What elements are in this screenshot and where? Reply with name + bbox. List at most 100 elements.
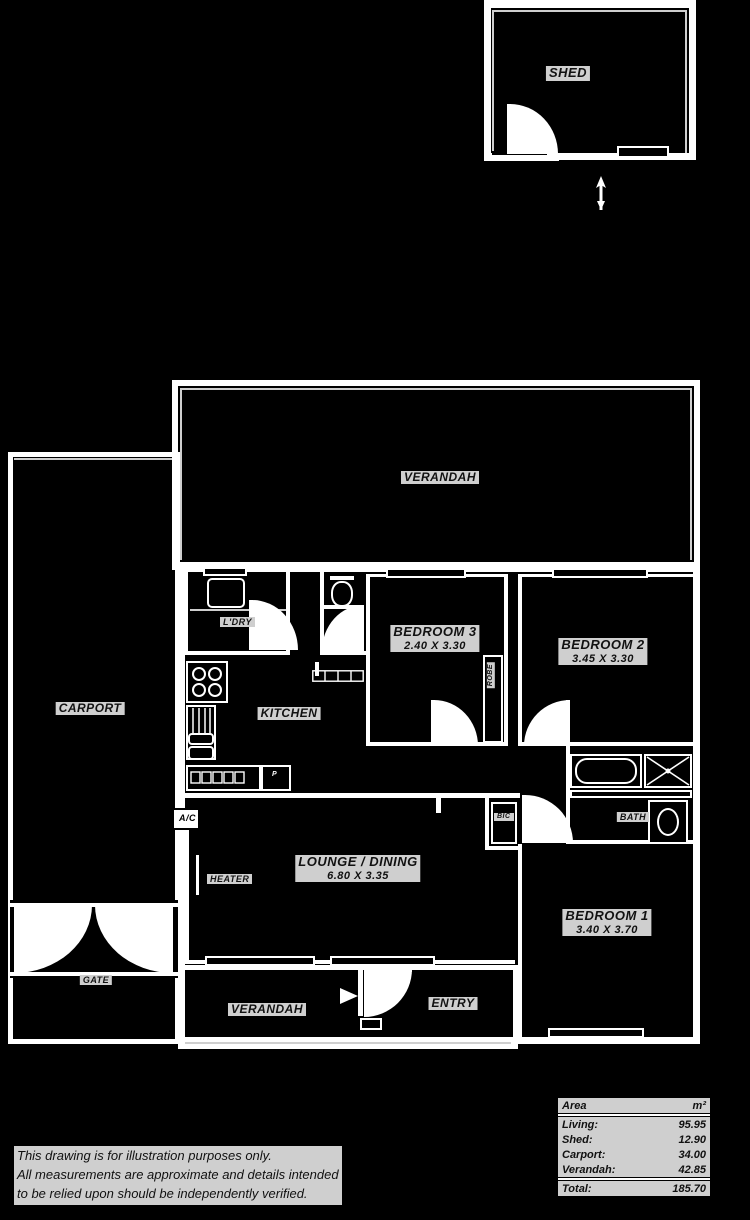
shed-wall-bottom [484, 153, 696, 160]
kitchen-drawer-lines-icon [192, 708, 211, 736]
room-label-bedroom1: BEDROOM 1 3.40 X 3.70 [562, 908, 652, 936]
bath-basin-bowl [657, 808, 679, 836]
area-row-label-carport: Carport: [562, 1148, 606, 1161]
entry-door-swing [364, 969, 412, 1017]
verandah-bottom-wall-bottom [178, 1044, 518, 1049]
bedroom1-window [548, 1028, 644, 1038]
bedroom3-door-leaf [431, 700, 435, 746]
area-table-row-total: Total: 185.70 [558, 1181, 710, 1196]
verandah-top-wall-left [172, 380, 178, 570]
shed-wall-right [689, 0, 696, 160]
shed-window [617, 146, 669, 158]
area-table-rule-top [558, 1114, 710, 1116]
gate-sill [10, 972, 178, 976]
bedroom1-wall-left [518, 844, 522, 1037]
disclaimer-line-2: All measurements are approximate and det… [17, 1166, 339, 1182]
verandah-bottom-wall-left [178, 965, 183, 1049]
room-label-bedroom3: BEDROOM 3 2.40 X 3.30 [390, 624, 480, 652]
verandah-top-inner-line-right [690, 388, 692, 560]
disclaimer-line-1: This drawing is for illustration purpose… [17, 1148, 272, 1163]
verandah-bottom-wall-top [178, 965, 518, 970]
house-wall-right [693, 565, 700, 1044]
bath-door-leaf [522, 795, 526, 843]
room-label-kitchen: KITCHEN [257, 706, 321, 721]
kitchen-bench-post [315, 662, 319, 676]
annotation-bic: BIC [494, 813, 514, 821]
room-dimensions-bedroom2: 3.45 X 3.30 [572, 652, 634, 665]
gate-head [10, 903, 178, 907]
area-row-label-verandah: Verandah: [562, 1163, 616, 1176]
area-row-label-total: Total: [562, 1182, 592, 1195]
area-table-row-shed: Shed: 12.90 [558, 1132, 710, 1147]
hall-wall-top-long [185, 793, 439, 798]
bath-bench [570, 790, 692, 798]
area-row-label-living: Living: [562, 1118, 599, 1131]
area-table-rule-bottom [558, 1178, 710, 1180]
house-wall-left-upper [178, 565, 185, 810]
bedroom2-wall-left [518, 574, 522, 746]
carport-wall-bottom [8, 1039, 180, 1044]
verandah-bottom-wall-right [513, 965, 518, 1049]
area-table-header-unit: m² [692, 1099, 706, 1112]
room-label-verandah-top: VERANDAH [400, 470, 480, 485]
bedroom3-door-swing [434, 700, 478, 746]
room-label-shed: SHED [545, 65, 591, 81]
lounge-wall-left [185, 830, 189, 964]
room-label-bedroom2: BEDROOM 2 3.45 X 3.30 [558, 637, 648, 665]
room-dimensions-bedroom3: 2.40 X 3.30 [404, 639, 466, 652]
shed-threshold [484, 155, 559, 161]
room-name-bedroom1: BEDROOM 1 [565, 908, 649, 923]
annotation-heater: HEATER [207, 874, 253, 885]
laundry-window [203, 567, 247, 576]
kitchen-cooktop-fixture [186, 661, 228, 703]
area-row-value-verandah: 42.85 [678, 1163, 706, 1176]
bic-cupboard-fixture [491, 802, 517, 844]
entry-direction-arrow-icon [340, 988, 358, 1004]
carport-inner-line [14, 458, 174, 460]
disclaimer-text: This drawing is for illustration purpose… [14, 1146, 342, 1205]
disclaimer-line-3: to be relied upon should be independentl… [17, 1185, 308, 1201]
room-label-verandah-bottom: VERANDAH [227, 1002, 307, 1017]
kitchen-counter-hatch-icon [190, 771, 245, 784]
bedroom2-wall-bottom [518, 742, 694, 746]
room-label-laundry: L'DRY [220, 617, 255, 628]
kitchen-sink-bowl-1 [188, 733, 214, 745]
wc-cistern [330, 576, 354, 580]
area-table-row-living: Living: 95.95 [558, 1117, 710, 1132]
bath-wall-left [566, 746, 570, 844]
air-conditioner-fixture [172, 808, 200, 830]
carport-wall-top [8, 452, 180, 457]
room-label-entry: ENTRY [428, 996, 478, 1011]
bath-wall-bottom [566, 840, 694, 844]
wc-wall-left [320, 572, 324, 654]
bic-wall-bottom [485, 846, 520, 850]
hall-wall-top-right [436, 793, 520, 798]
shed-inner-line-right [685, 10, 687, 153]
room-label-bath: BATH [616, 812, 650, 823]
verandah-top-wall-top [172, 380, 700, 386]
carport-wall-left [8, 452, 13, 1044]
area-table-row-carport: Carport: 34.00 [558, 1147, 710, 1162]
verandah-top-wall-right [694, 380, 700, 570]
area-table-header-row: Area m² [558, 1098, 710, 1113]
kitchen-pantry-fixture [261, 765, 291, 791]
shed-door-swing [510, 104, 558, 154]
room-dimensions-lounge: 6.80 X 3.35 [327, 869, 389, 882]
heater-fixture [196, 855, 199, 895]
area-table-header-label: Area [562, 1099, 587, 1112]
cooktop-burners-icon [192, 667, 222, 697]
bedroom3-wall-left [366, 574, 370, 746]
shed-wall-left [484, 0, 491, 160]
bedroom3-window [386, 568, 466, 578]
bic-wall-left [485, 798, 489, 850]
wc-wall-bottom [320, 651, 366, 655]
annotation-pantry: P [272, 771, 278, 778]
area-row-value-carport: 34.00 [678, 1148, 706, 1161]
shower-cross-icon [646, 756, 690, 786]
area-row-value-living: 95.95 [678, 1118, 706, 1131]
kitchen-sink-bowl-2 [188, 746, 214, 760]
laundry-trough-fixture [207, 578, 245, 608]
wc-toilet-fixture [331, 581, 353, 607]
room-label-lounge: LOUNGE / DINING 6.80 X 3.35 [295, 854, 421, 882]
area-row-label-shed: Shed: [562, 1133, 593, 1146]
